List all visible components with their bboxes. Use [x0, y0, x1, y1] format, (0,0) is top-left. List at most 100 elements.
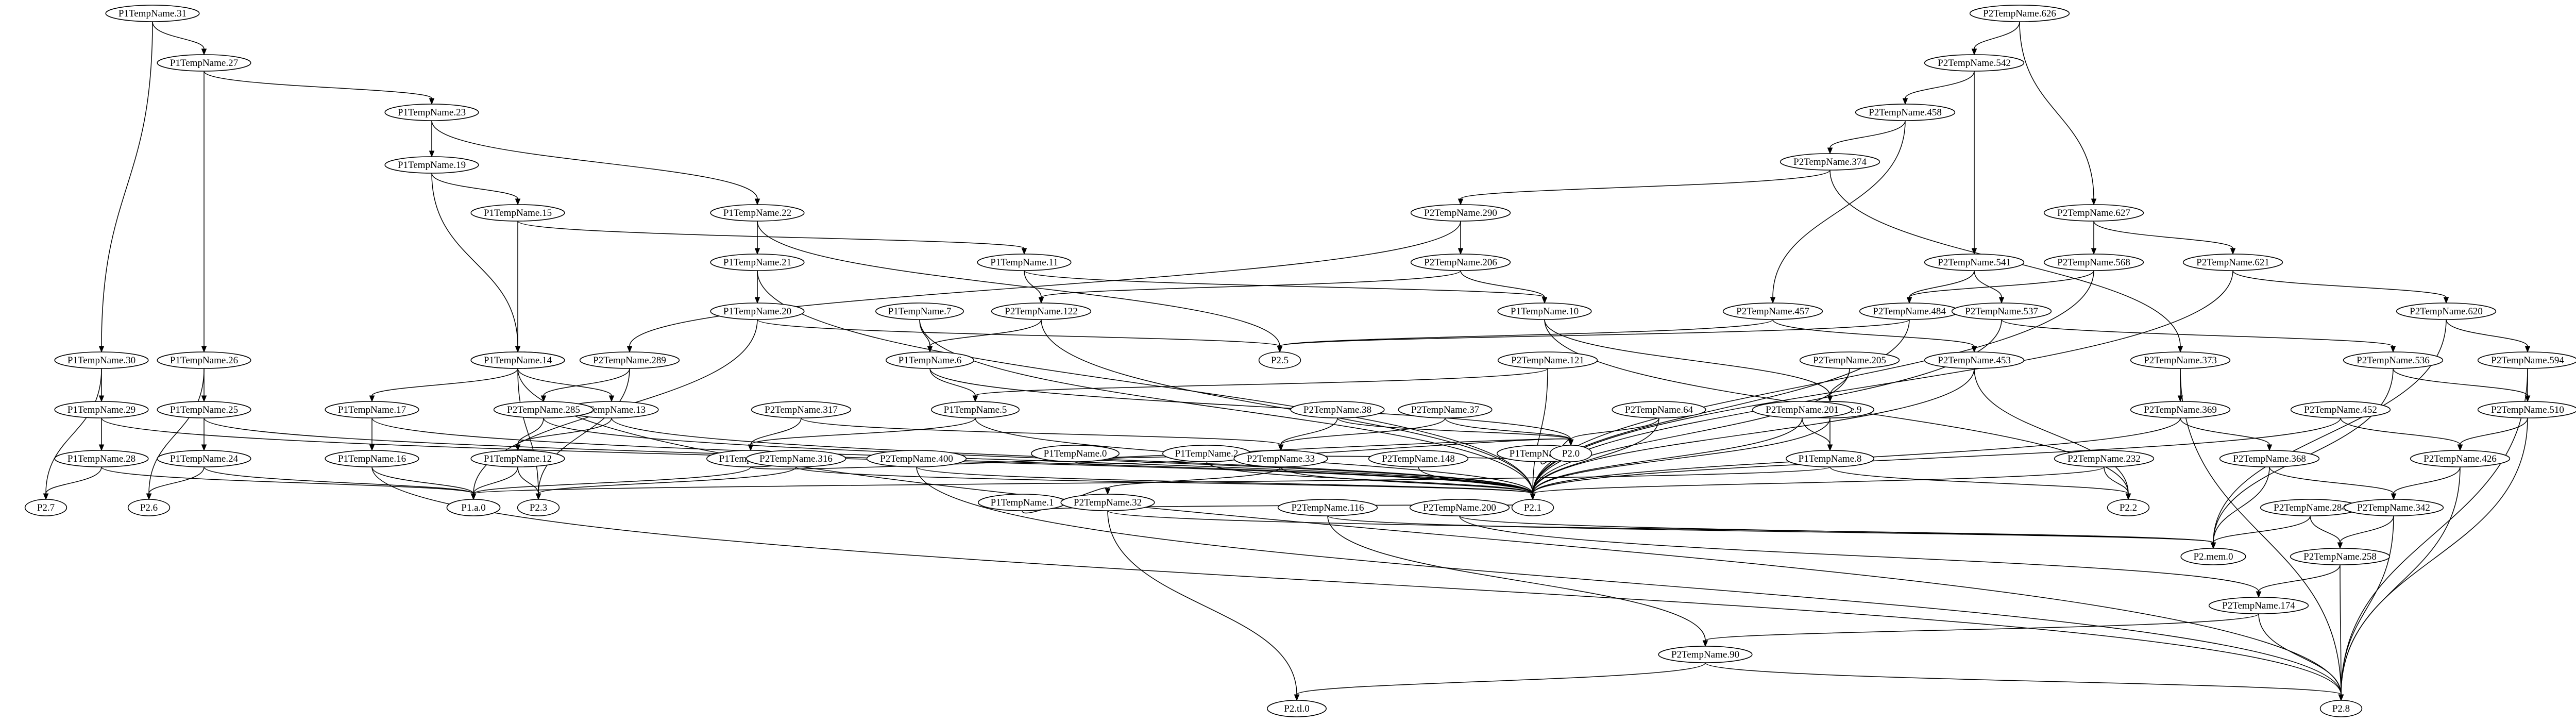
node-shape [1497, 351, 1598, 369]
edge-p2tempname-458-to-p2tempname-374 [1827, 120, 1906, 155]
node-label: P1TempName.17 [338, 405, 406, 415]
node-p1tempname-29: P1TempName.29 [54, 401, 149, 418]
node-shape [2319, 700, 2363, 717]
edge-p1tempname-27-to-p1tempname-23 [204, 71, 435, 105]
node-shape [991, 302, 1092, 320]
node-shape [1267, 700, 1327, 717]
node-label: P1TempName.11 [990, 257, 1058, 268]
node-p2tempname-537: P2TempName.537 [1951, 302, 2052, 320]
node-p2tempname-627: P2TempName.627 [2043, 204, 2144, 222]
node-label: P2TempName.457 [1736, 306, 1809, 317]
node-shape [157, 401, 251, 418]
node-p2tempname-200: P2TempName.200 [1409, 499, 1510, 516]
edge-p2tempname-542-to-p2tempname-541 [1971, 71, 1977, 255]
node-p2tempname-426: P2TempName.426 [2410, 450, 2511, 467]
node-shape [325, 401, 419, 418]
node-p2tempname-342: P2TempName.342 [2343, 499, 2444, 516]
edge-p2tempname-457-to-p2tempname-453 [1772, 319, 1977, 353]
edge-p2tempname-426-to-p2tempname-342 [2391, 466, 2461, 500]
node-label: P1TempName.29 [67, 405, 135, 415]
edge-line [517, 368, 539, 494]
edge-p2tempname-258-to-p2tempname-174 [2256, 564, 2341, 598]
arrow-head-icon [1998, 297, 2005, 304]
edge-p2tempname-284-to-p2-mem-0 [2210, 515, 2311, 549]
node-shape [127, 499, 171, 516]
edge-line [1075, 438, 1571, 465]
arrow-head-icon [1278, 444, 1284, 451]
arrow-head-icon [1770, 297, 1776, 304]
node-p2tempname-174: P2TempName.174 [2208, 597, 2309, 614]
node-shape [1409, 499, 1510, 516]
arrow-head-icon [748, 444, 754, 451]
node-label: P2TempName.510 [2491, 405, 2564, 415]
node-p1tempname-5: P1TempName.5 [931, 401, 1020, 418]
edge-line [2393, 368, 2528, 396]
edge-p2tempname-174-to-p2tempname-90 [1702, 613, 2259, 647]
node-shape [1924, 54, 2025, 72]
edge-p2tempname-232-to-p2-1 [1530, 466, 2105, 500]
node-shape [1290, 401, 1385, 418]
arrow-head-icon [1458, 198, 1464, 206]
edge-p1tempname-31-to-p1tempname-27 [152, 21, 207, 56]
arrow-head-icon [2210, 542, 2216, 549]
edge-p1tempname-16-to-p1-a-0 [371, 466, 477, 500]
node-shape [1780, 153, 1880, 171]
node-p2tempname-536: P2TempName.536 [2343, 351, 2444, 369]
arrow-head-icon [2524, 346, 2531, 353]
node-shape [1969, 5, 2070, 22]
node-label: P2TempName.621 [2196, 257, 2269, 268]
node-shape [2107, 499, 2150, 516]
edge-line [1829, 368, 1850, 396]
edge-line [1041, 270, 1461, 298]
edge-line [1532, 368, 1548, 494]
edge-line [431, 120, 758, 199]
edge-p1tempname-15-to-p1tempname-11 [517, 221, 1027, 255]
node-label: P2TempName.536 [2357, 355, 2430, 366]
edge-line [543, 368, 630, 396]
edge-line [2019, 21, 2094, 199]
node-shape [2343, 499, 2444, 516]
edge-line [1418, 466, 1533, 494]
arrow-head-icon [540, 395, 547, 402]
edge-line [1532, 417, 2341, 494]
edge-line [2340, 417, 2461, 445]
edge-line [2001, 319, 2394, 347]
node-shape [2290, 548, 2391, 565]
node-label: P1TempName.22 [723, 208, 791, 218]
node-shape [886, 351, 975, 369]
node-shape [1368, 450, 1469, 467]
node-shape [1511, 499, 1554, 516]
node-label: P2TempName.122 [1005, 306, 1078, 317]
edge-line [1829, 120, 1906, 148]
node-shape [446, 499, 501, 516]
node-p1tempname-21: P1TempName.21 [710, 254, 805, 271]
edge-line [2258, 613, 2342, 695]
edge-line [1460, 170, 1831, 199]
edge-line [1532, 417, 1803, 494]
arrow-head-icon [515, 198, 521, 206]
node-p2tempname-452: P2TempName.452 [2290, 401, 2391, 418]
edge-line [2340, 564, 2342, 695]
edge-line [538, 368, 630, 494]
node-label: P1TempName.25 [170, 405, 238, 415]
edge-p1tempname-22-to-p1tempname-21 [754, 221, 760, 255]
arrow-head-icon [1038, 297, 1044, 304]
edge-p2tempname-620-to-p2tempname-594 [2446, 319, 2531, 353]
node-label: P1.a.0 [461, 502, 486, 513]
edge-line [204, 71, 432, 99]
node-label: P2TempName.620 [2410, 306, 2483, 317]
node-p2tempname-373: P2TempName.373 [2130, 351, 2231, 369]
arrow-head-icon [1541, 297, 1548, 304]
node-shape [2290, 401, 2391, 418]
node-shape [470, 351, 565, 369]
edge-line [1829, 466, 2129, 494]
edge-line [148, 368, 205, 494]
node-p2tempname-37: P2TempName.37 [1398, 401, 1493, 418]
node-p1tempname-6: P1TempName.6 [886, 351, 975, 369]
node-p2tempname-201: P2TempName.201 [1752, 401, 1853, 418]
edge-p2tempname-542-to-p2tempname-458 [1902, 71, 1975, 105]
edge-line [152, 21, 205, 49]
node-label: P2TempName.90 [1671, 649, 1739, 660]
node-shape [2208, 597, 2309, 614]
